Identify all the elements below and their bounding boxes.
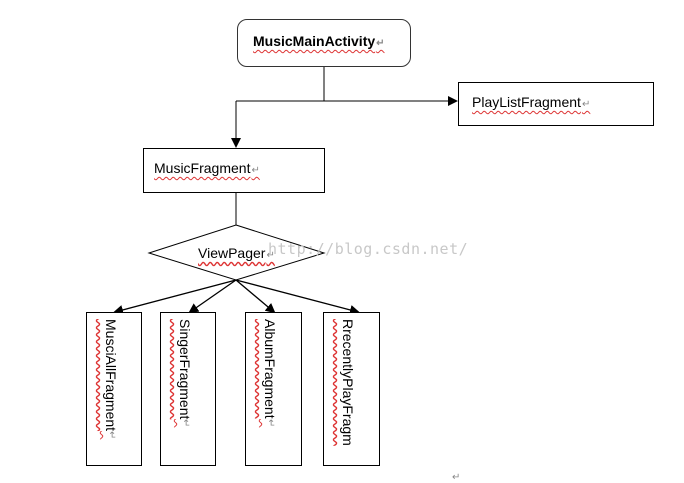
paragraph-mark: ↵	[251, 165, 260, 176]
paragraph-mark: ↵	[266, 250, 275, 261]
viewpager-label: ViewPager↵	[198, 245, 275, 261]
tab-fragment-recent-label: RrecentlyPlayFragm	[340, 319, 356, 446]
arrow-to-tab3	[235, 279, 276, 314]
tab-fragment-all: MusciAllFragment↵	[86, 312, 142, 466]
arrow-to-tab2	[188, 279, 237, 314]
tab-fragment-all-label: MusciAllFragment↵	[103, 319, 119, 440]
arrow-to-tab4	[235, 279, 360, 315]
tab-fragment-singer: SingerFragment↵	[160, 312, 216, 466]
paragraph-mark: ↵	[376, 38, 385, 49]
paragraph-mark: ↵	[452, 472, 461, 483]
main-activity-label: MusicMainActivity↵	[253, 33, 385, 49]
paragraph-mark: ↵	[106, 431, 117, 440]
paragraph-mark: ↵	[180, 419, 191, 428]
tab-fragment-album-label: AlbumFragment↵	[262, 319, 278, 427]
arrow-to-tab1	[113, 279, 237, 315]
watermark-text: http://blog.csdn.net/	[268, 240, 469, 258]
tab-fragment-singer-label: SingerFragment↵	[177, 319, 193, 428]
tab-fragment-recent: RrecentlyPlayFragm	[323, 312, 380, 466]
paragraph-mark: ↵	[265, 418, 276, 427]
music-fragment-label: MusicFragment↵	[154, 160, 260, 176]
tab-fragment-album: AlbumFragment↵	[245, 312, 302, 466]
playlist-fragment-node: PlayListFragment↵	[458, 82, 654, 126]
music-fragment-node: MusicFragment↵	[143, 148, 325, 193]
paragraph-mark: ↵	[581, 99, 591, 110]
main-activity-node: MusicMainActivity↵	[237, 19, 411, 67]
playlist-fragment-label: PlayListFragment↵	[472, 94, 591, 110]
